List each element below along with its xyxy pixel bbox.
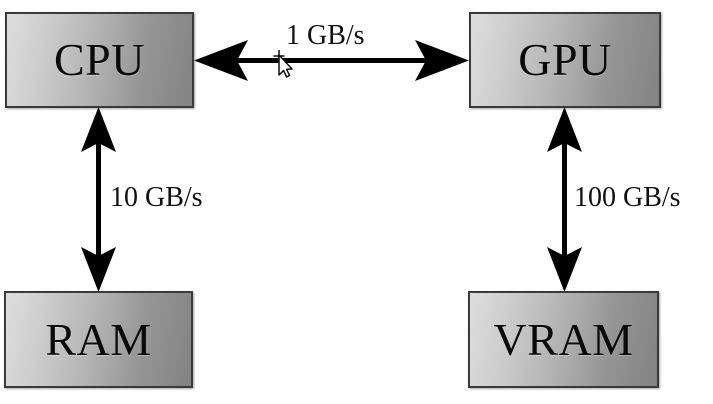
node-gpu[interactable]: GPU bbox=[469, 12, 661, 108]
arrow-cpu-ram-head-up bbox=[81, 107, 116, 152]
arrow-gpu-vram-head-down bbox=[547, 247, 582, 292]
arrow-gpu-vram-head-up bbox=[547, 107, 582, 152]
node-vram[interactable]: VRAM bbox=[468, 291, 659, 388]
node-cpu-label: CPU bbox=[54, 34, 145, 85]
node-ram-label: RAM bbox=[45, 313, 152, 365]
edge-label-cpu-gpu: 1 GB/s bbox=[286, 20, 365, 51]
node-gpu-label: GPU bbox=[518, 34, 612, 85]
arrow-cpu-gpu-head-right bbox=[415, 40, 469, 81]
edge-label-cpu-ram: 10 GB/s bbox=[110, 182, 203, 213]
arrow-cpu-gpu-head-left bbox=[194, 40, 248, 81]
edge-label-gpu-vram: 100 GB/s bbox=[574, 182, 681, 213]
node-ram[interactable]: RAM bbox=[4, 291, 193, 388]
node-cpu[interactable]: CPU bbox=[5, 12, 194, 108]
arrow-cpu-ram-head-down bbox=[81, 247, 116, 292]
mouse-cursor-icon bbox=[273, 50, 293, 78]
node-vram-label: VRAM bbox=[493, 313, 634, 365]
cursor-arrow-icon bbox=[278, 54, 293, 78]
